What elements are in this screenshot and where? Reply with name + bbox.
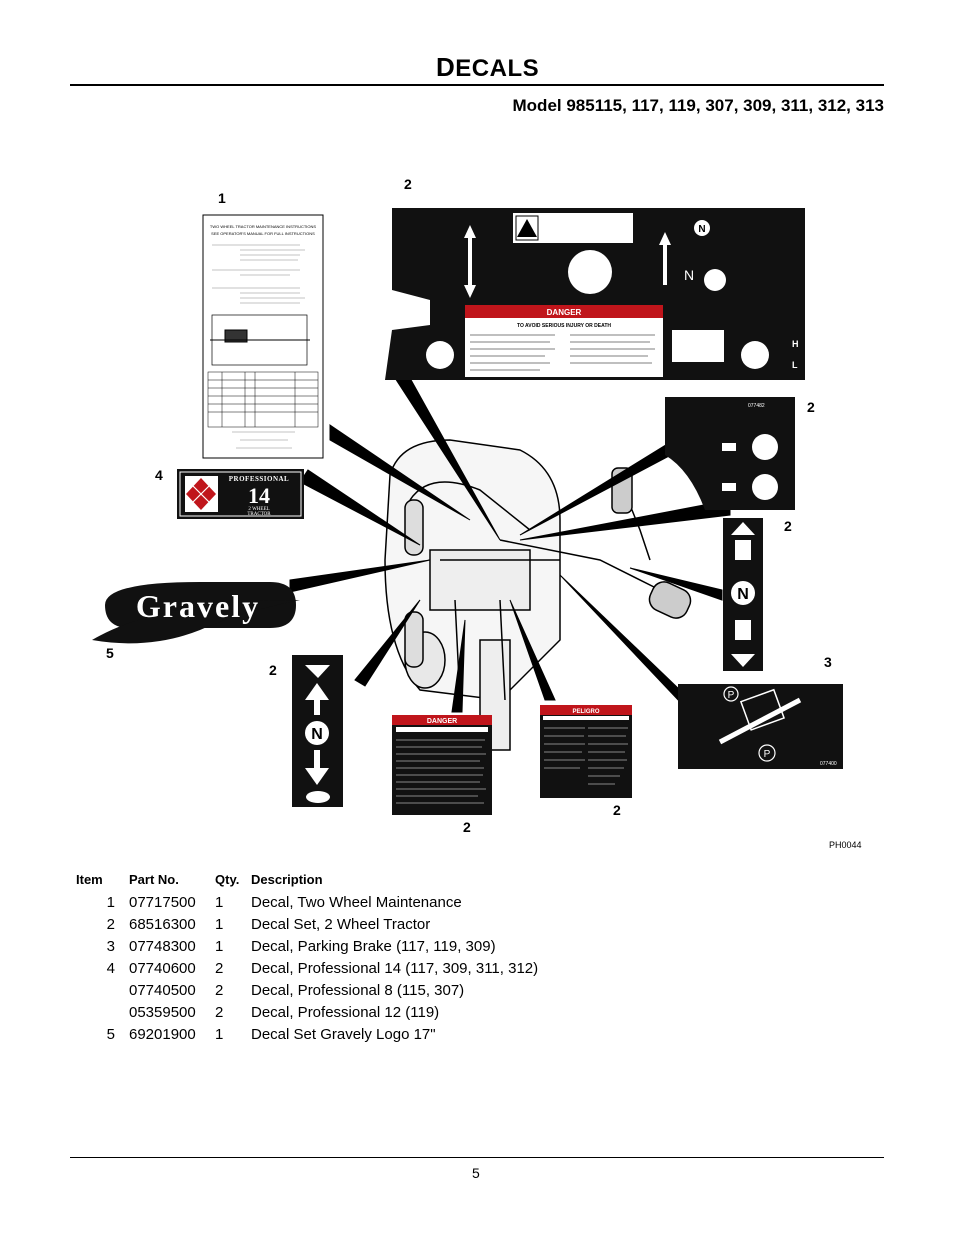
- brake-p-top: P: [728, 690, 735, 701]
- header-desc: Description: [251, 872, 323, 887]
- table-row: 2 68516300 1 Decal Set, 2 Wheel Tractor: [72, 915, 538, 937]
- decal-vertical-strip-right: N: [723, 518, 763, 671]
- decal-maintenance: TWO WHEEL TRACTOR MAINTENANCE INSTRUCTIO…: [202, 214, 324, 459]
- decal-side-plate: 077482: [665, 397, 795, 510]
- table-row: 5 69201900 1 Decal Set Gravely Logo 17": [72, 1025, 538, 1047]
- panel-n-letter: N: [698, 224, 705, 235]
- brake-p-bottom: P: [764, 749, 771, 760]
- callout-2-strip: 2: [784, 518, 792, 534]
- header-rule: [70, 84, 884, 86]
- strip-left-n: N: [311, 726, 323, 743]
- cell-item: 2: [106, 916, 115, 933]
- cell-desc: Decal Set, 2 Wheel Tractor: [251, 916, 431, 933]
- gravely-text: Gravely: [136, 588, 260, 624]
- danger-sub-panel: TO AVOID SERIOUS INJURY OR DEATH: [517, 323, 611, 329]
- pro-sub-1: 2 WHEEL: [248, 507, 269, 512]
- callout-2-panel: 2: [404, 176, 412, 192]
- cell-part: 07748300: [129, 938, 196, 955]
- table-row: 3 07748300 1 Decal, Parking Brake (117, …: [72, 937, 538, 959]
- cell-desc: Decal, Professional 12 (119): [251, 1004, 440, 1021]
- table-row: 05359500 2 Decal, Professional 12 (119): [72, 1003, 538, 1025]
- cell-item: 5: [106, 1026, 115, 1043]
- pro-sub-2: TRACTOR: [247, 512, 271, 517]
- callout-4: 4: [155, 467, 163, 483]
- cell-part: 07717500: [129, 894, 196, 911]
- callout-3: 3: [824, 654, 832, 670]
- callout-2-left: 2: [269, 662, 277, 678]
- table-row: 4 07740600 2 Decal, Professional 14 (117…: [72, 959, 538, 981]
- panel-l-letter: L: [792, 360, 798, 370]
- cell-item: 4: [106, 960, 115, 977]
- callout-1: 1: [218, 190, 226, 206]
- cell-desc: Decal, Parking Brake (117, 119, 309): [251, 938, 496, 955]
- cell-desc: Decal, Professional 14 (117, 309, 311, 3…: [251, 960, 539, 977]
- cell-qty: 2: [215, 960, 224, 977]
- cell-part: 07740600: [129, 960, 196, 977]
- page-title: DECALS: [436, 52, 540, 82]
- danger-label-small: DANGER: [427, 718, 457, 725]
- panel-h-letter: H: [792, 339, 799, 349]
- decal-peligro-spanish: PELIGRO: [540, 705, 632, 798]
- cell-qty: 2: [215, 1004, 224, 1021]
- figure-id: PH0044: [829, 840, 862, 850]
- pro-number: 14: [248, 483, 270, 508]
- tractor-sketch: [384, 439, 692, 751]
- callout-2-side: 2: [807, 399, 815, 415]
- cell-part: 68516300: [129, 916, 196, 933]
- side-plate-code: 077482: [748, 403, 765, 409]
- danger-label-panel: DANGER: [547, 308, 582, 317]
- decal-figure: TWO WHEEL TRACTOR MAINTENANCE INSTRUCTIO…: [92, 176, 843, 835]
- footer-rule: [70, 1157, 884, 1158]
- decal-professional-14: PROFESSIONAL 14 2 WHEEL TRACTOR: [177, 469, 304, 519]
- header-item: Item: [76, 872, 103, 887]
- pro-label: PROFESSIONAL: [229, 475, 289, 483]
- leader-lines: [289, 377, 731, 713]
- cell-qty: 1: [215, 916, 224, 933]
- cell-item: 3: [106, 938, 115, 955]
- decal-gravely-logo: Gravely: [92, 582, 300, 644]
- parts-table: Item Part No. Qty. Description 1 0771750…: [72, 872, 538, 1047]
- cell-qty: 1: [215, 894, 224, 911]
- maint-sub: SEE OPERATOR'S MANUAL FOR FULL INSTRUCTI…: [211, 231, 315, 236]
- brake-code: 077400: [820, 761, 837, 767]
- peligro-label: PELIGRO: [572, 709, 599, 715]
- cell-desc: Decal, Professional 8 (115, 307): [251, 982, 465, 999]
- callout-5: 5: [106, 645, 114, 661]
- cell-qty: 2: [215, 982, 224, 999]
- cell-desc: Decal Set Gravely Logo 17": [251, 1026, 436, 1043]
- cell-part: 07740500: [129, 982, 196, 999]
- cell-item: 1: [106, 894, 115, 911]
- cell-qty: 1: [215, 1026, 224, 1043]
- table-row: 1 07717500 1 Decal, Two Wheel Maintenanc…: [72, 893, 538, 915]
- strip-right-n: N: [737, 586, 749, 603]
- decal-parking-brake: P P 077400: [678, 684, 843, 769]
- callout-2-danger: 2: [463, 819, 471, 835]
- cell-item: [72, 981, 129, 1003]
- page-number: 5: [472, 1165, 480, 1181]
- header-qty: Qty.: [215, 872, 240, 887]
- cell-item: [72, 1003, 129, 1025]
- decal-danger-english: DANGER: [392, 715, 492, 815]
- cell-desc: Decal, Two Wheel Maintenance: [251, 894, 462, 911]
- header-part: Part No.: [129, 872, 179, 887]
- cell-qty: 1: [215, 938, 224, 955]
- table-row: 07740500 2 Decal, Professional 8 (115, 3…: [72, 981, 538, 1003]
- callout-2-peligro: 2: [613, 802, 621, 818]
- decal-control-panel: DANGER TO AVOID SERIOUS INJURY OR DEATH …: [385, 208, 805, 380]
- maint-heading: TWO WHEEL TRACTOR MAINTENANCE INSTRUCTIO…: [210, 224, 316, 229]
- decal-vertical-strip-left: N: [292, 655, 343, 807]
- model-heading: Model 985115, 117, 119, 307, 309, 311, 3…: [512, 96, 884, 115]
- table-header-row: Item Part No. Qty. Description: [72, 872, 538, 893]
- cell-part: 05359500: [129, 1004, 196, 1021]
- panel-n-outline: N: [684, 267, 694, 283]
- cell-part: 69201900: [129, 1026, 196, 1043]
